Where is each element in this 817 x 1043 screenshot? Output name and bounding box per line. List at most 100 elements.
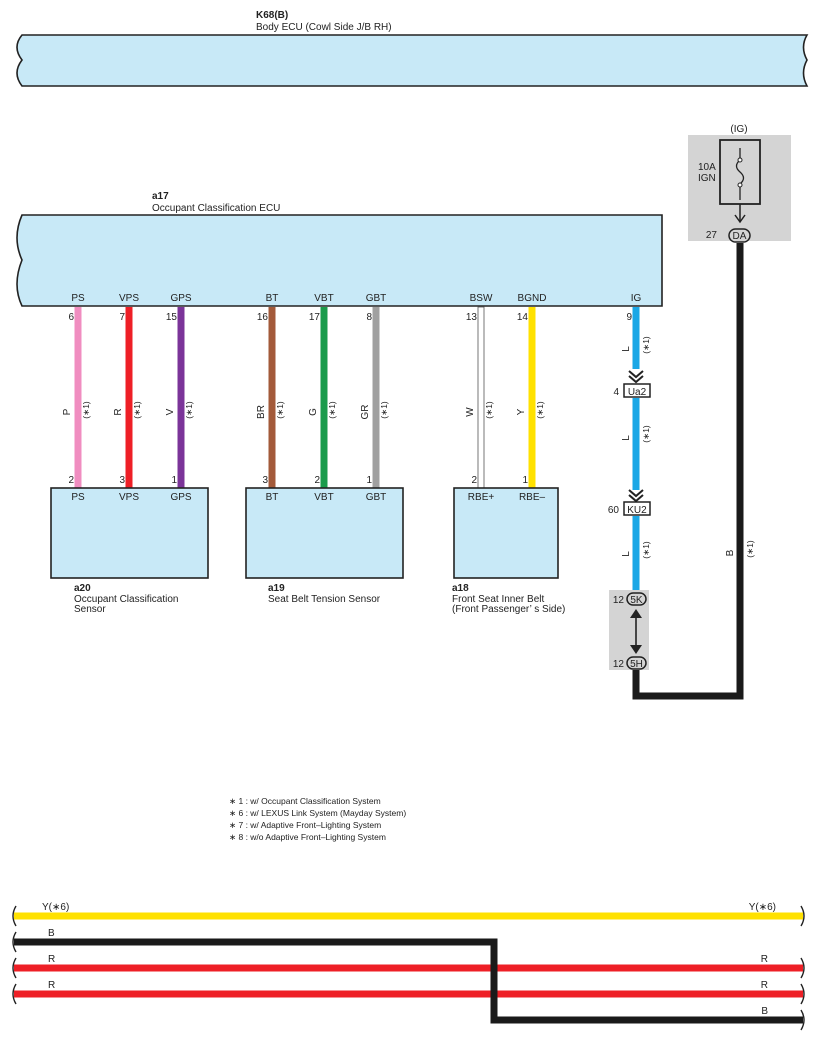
a20-pin-name-0: PS bbox=[71, 492, 85, 503]
a19-pin-num-2: 1 bbox=[366, 475, 372, 486]
wire-note-vps: (∗1) bbox=[132, 401, 142, 419]
note-2: ∗ 7 : w/ Adaptive Front–Lighting System bbox=[229, 820, 381, 830]
bottom-r1-left: R bbox=[48, 954, 55, 965]
occupant-classification-ecu-box bbox=[16, 214, 663, 307]
ecu-pin-name-gbt: GBT bbox=[366, 293, 387, 304]
note-3: ∗ 8 : w/o Adaptive Front–Lighting System bbox=[229, 832, 386, 842]
bottom-wiring: Y(∗6) Y(∗6) B R R R R B bbox=[12, 902, 805, 1031]
ecu-pin-num-gps: 15 bbox=[166, 312, 178, 323]
ig-seg1-wire: L bbox=[621, 346, 632, 352]
a19-name: Seat Belt Tension Sensor bbox=[268, 594, 381, 605]
ecu-pin-num-vbt: 17 bbox=[309, 312, 321, 323]
ua2-name: Ua2 bbox=[628, 387, 647, 398]
bottom-b-left: B bbox=[48, 928, 55, 939]
ua2-chevron-icon bbox=[628, 370, 644, 384]
a19-pin-num-0: 3 bbox=[262, 475, 268, 486]
a18-pin-num-1: 1 bbox=[522, 475, 528, 486]
ecu-pin-num-vps: 7 bbox=[119, 312, 125, 323]
bottom-right-break-marks bbox=[800, 905, 805, 1031]
wire-note-gbt: (∗1) bbox=[379, 401, 389, 419]
bottom-y-left: Y(∗6) bbox=[42, 902, 69, 913]
a18-name-line2: (Front Passenger’ s Side) bbox=[452, 604, 565, 615]
ku2-connector bbox=[623, 501, 651, 516]
ku2-chevron-icon bbox=[628, 489, 644, 503]
fuse-icon bbox=[735, 148, 745, 200]
ecu-pin-name-ig: IG bbox=[631, 293, 642, 304]
ku2-num: 60 bbox=[608, 505, 620, 516]
bottom-b-right: B bbox=[761, 1006, 768, 1017]
a20-box bbox=[50, 487, 209, 579]
a20-pin-num-0: 2 bbox=[68, 475, 74, 486]
b-wire-note: (∗1) bbox=[745, 540, 755, 558]
junction-5h-name: 5H bbox=[630, 659, 643, 670]
wire-note-bgnd: (∗1) bbox=[535, 401, 545, 419]
wire-color-gbt: GR bbox=[360, 405, 371, 420]
ecu-pin-name-gps: GPS bbox=[170, 293, 191, 304]
wire-bsw bbox=[477, 306, 485, 489]
a18-pin-num-0: 2 bbox=[471, 475, 477, 486]
body-ecu-box bbox=[16, 34, 809, 87]
a17-code: a17 bbox=[152, 191, 169, 202]
a20-name-line1: Occupant Classification bbox=[74, 594, 179, 605]
wire-note-bt: (∗1) bbox=[275, 401, 285, 419]
b-wire-label: B bbox=[725, 549, 736, 556]
fuse-pin-name: DA bbox=[733, 231, 747, 242]
a19-box bbox=[245, 487, 404, 579]
a18-code: a18 bbox=[452, 583, 469, 594]
ig-seg3-wire: L bbox=[621, 551, 632, 557]
a19-pin-name-1: VBT bbox=[314, 492, 333, 503]
a20-pin-num-1: 3 bbox=[119, 475, 125, 486]
bottom-r1-right: R bbox=[761, 954, 768, 965]
a19-code: a19 bbox=[268, 583, 285, 594]
ig-seg2-note: (∗1) bbox=[641, 425, 651, 443]
a17-name: Occupant Classification ECU bbox=[152, 203, 280, 214]
junction-5k-name: 5K bbox=[630, 595, 643, 606]
ecu-pin-num-bsw: 13 bbox=[466, 312, 478, 323]
ecu-pin-name-bt: BT bbox=[266, 293, 279, 304]
k68-name: Body ECU (Cowl Side J/B RH) bbox=[256, 22, 392, 33]
junction-5h-num: 12 bbox=[613, 659, 625, 670]
junction-5k-num: 12 bbox=[613, 595, 625, 606]
fuse-group-label: (IG) bbox=[730, 124, 747, 135]
ua2-num: 4 bbox=[613, 387, 619, 398]
k68-code: K68(B) bbox=[256, 10, 288, 21]
a20-name-line2: Sensor bbox=[74, 604, 106, 615]
ecu-pin-num-gbt: 8 bbox=[366, 312, 372, 323]
a19-pin-name-2: GBT bbox=[366, 492, 387, 503]
wire-color-bgnd: Y bbox=[516, 408, 527, 415]
a19-pin-name-0: BT bbox=[266, 492, 279, 503]
wire-note-ps: (∗1) bbox=[81, 401, 91, 419]
wire-note-bsw: (∗1) bbox=[484, 401, 494, 419]
bottom-r2-right: R bbox=[761, 980, 768, 991]
ua2-connector bbox=[623, 383, 651, 398]
ecu-pin-name-ps: PS bbox=[71, 293, 85, 304]
a19-pin-num-1: 2 bbox=[314, 475, 320, 486]
ig-seg2-wire: L bbox=[621, 435, 632, 441]
ecu-pin-name-vbt: VBT bbox=[314, 293, 333, 304]
note-0: ∗ 1 : w/ Occupant Classification System bbox=[229, 796, 381, 806]
wire-color-vbt: G bbox=[308, 408, 319, 416]
ecu-pin-name-vps: VPS bbox=[119, 293, 139, 304]
wire-color-bt: BR bbox=[256, 405, 267, 419]
a18-name-line1: Front Seat Inner Belt bbox=[452, 594, 544, 605]
bottom-wire-b bbox=[14, 938, 803, 1024]
a20-pin-name-1: VPS bbox=[119, 492, 139, 503]
junction-down-arrow-icon bbox=[630, 645, 642, 654]
ku2-name: KU2 bbox=[627, 505, 647, 516]
ecu-pin-num-bt: 16 bbox=[257, 312, 269, 323]
bottom-left-break-marks bbox=[12, 905, 17, 1005]
wire-color-ps: P bbox=[62, 408, 73, 415]
a20-code: a20 bbox=[74, 583, 91, 594]
fuse-rating: 10A bbox=[698, 162, 716, 173]
b-wire-return bbox=[632, 243, 744, 700]
wire-note-gps: (∗1) bbox=[184, 401, 194, 419]
ig-seg3-note: (∗1) bbox=[641, 541, 651, 559]
bottom-y-right: Y(∗6) bbox=[749, 902, 776, 913]
ig-seg1-note: (∗1) bbox=[641, 336, 651, 354]
a20-pin-num-2: 1 bbox=[171, 475, 177, 486]
wire-color-vps: R bbox=[113, 408, 124, 415]
